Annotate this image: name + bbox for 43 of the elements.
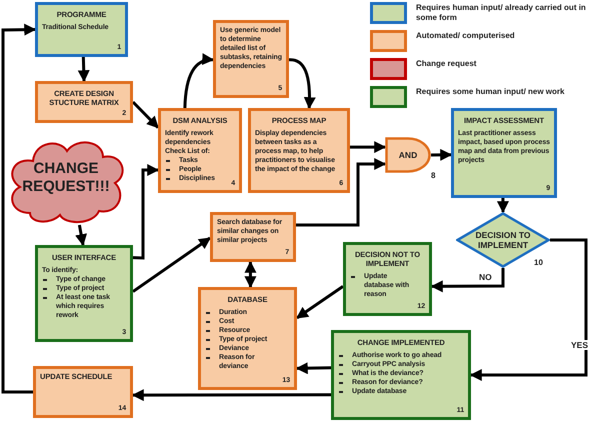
arrow <box>183 54 214 108</box>
arrow <box>75 224 87 246</box>
arrow <box>2 24 36 394</box>
process-box <box>35 81 133 123</box>
process-box <box>343 242 432 316</box>
step-number: 8 <box>431 171 436 181</box>
and-gate <box>385 137 431 173</box>
legend-label: Automated/ computerised <box>416 30 515 41</box>
legend-label: Requires human input/ already carried out in some form <box>416 2 587 23</box>
process-box <box>248 108 350 193</box>
process-box <box>35 245 133 342</box>
arrow <box>470 238 588 381</box>
process-box <box>210 212 296 262</box>
arrow <box>430 268 504 292</box>
arrow <box>288 58 316 110</box>
shape-label: CHANGE REQUEST!!! <box>21 160 111 196</box>
arrow <box>350 141 386 154</box>
decision-diamond <box>456 212 550 268</box>
process-box <box>33 366 133 418</box>
legend-label: Requires some human input/ new work <box>416 86 564 97</box>
shape-label: DECISION TO IMPLEMENT <box>474 230 532 250</box>
step-number: 10 <box>534 258 543 268</box>
process-box <box>451 108 557 198</box>
arrow <box>132 236 211 293</box>
legend-label: Change request <box>416 58 476 69</box>
arrow <box>296 158 386 226</box>
process-box <box>158 108 242 193</box>
process-box <box>35 2 128 57</box>
arrow <box>78 56 90 82</box>
arrow <box>296 285 344 320</box>
arrow <box>296 362 332 374</box>
edge-label: YES <box>570 340 590 350</box>
process-box <box>213 20 289 98</box>
arrow <box>496 198 509 214</box>
arrow <box>132 100 160 129</box>
arrow <box>132 164 160 260</box>
arrow <box>430 148 452 161</box>
arrow <box>132 389 331 402</box>
arrow <box>244 260 256 288</box>
database-box <box>198 287 297 390</box>
process-box <box>331 330 471 420</box>
shape-label: AND <box>398 150 418 160</box>
edge-label: NO <box>478 272 493 282</box>
